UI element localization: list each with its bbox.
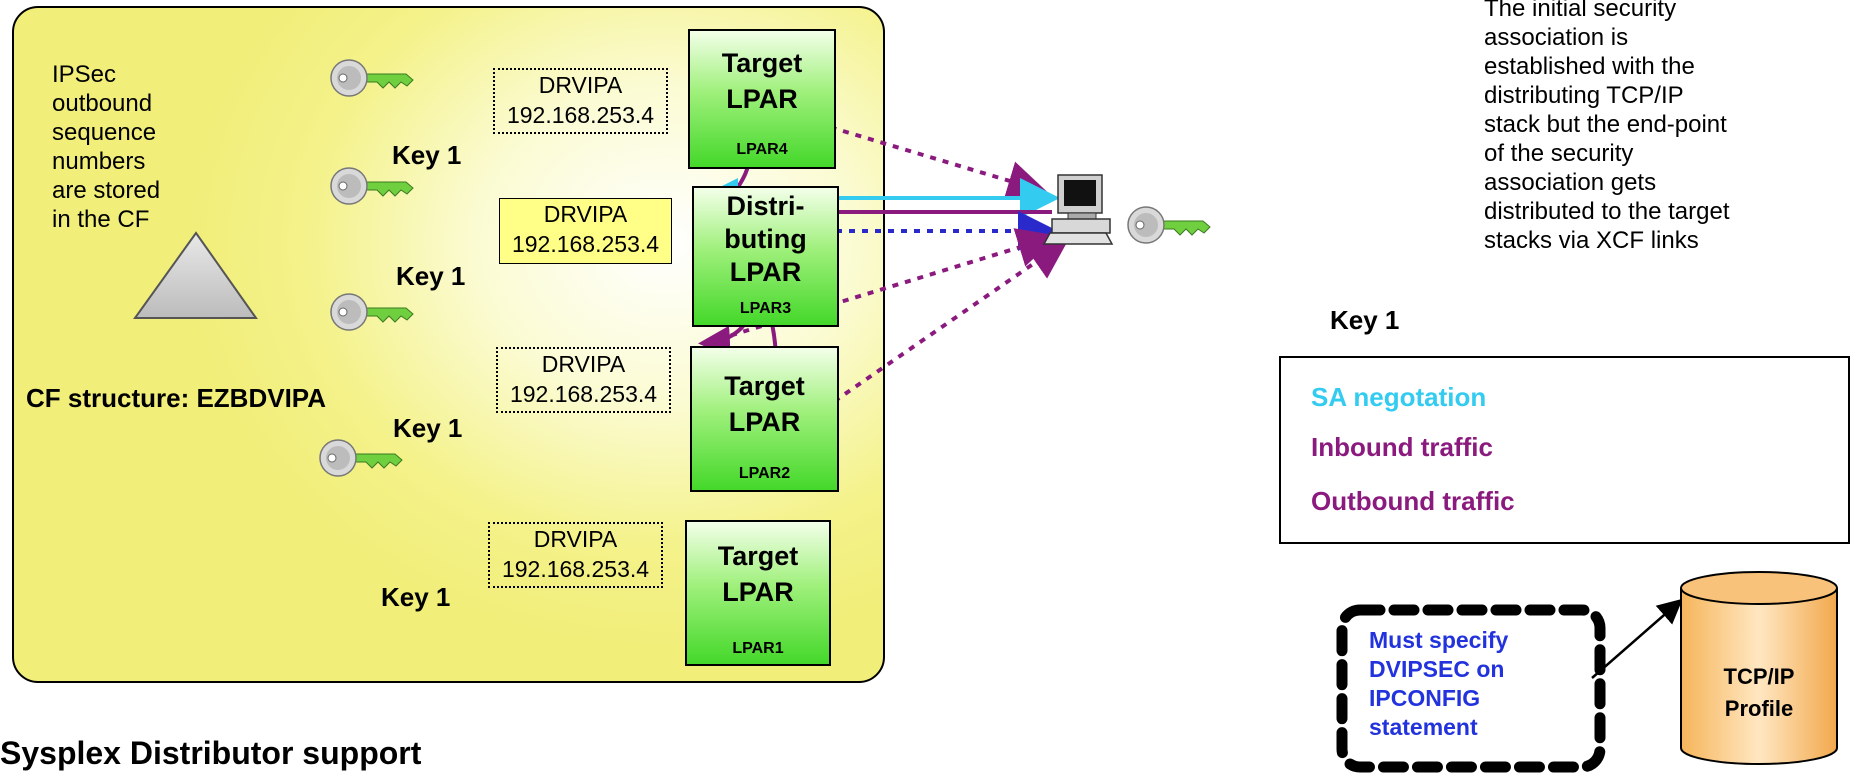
cf-triangle-icon (133, 231, 258, 319)
drvipa-title: DRVIPA (533, 526, 618, 552)
lpar-title: Target LPAR (721, 48, 803, 114)
lpar3-box: Distri- buting LPAR LPAR3 (692, 186, 839, 327)
outbound-from-lpar2 (705, 228, 1058, 345)
legend-sa-label: SA negotation (1311, 382, 1487, 412)
cf-structure-label: CF structure: EZBDVIPA (26, 383, 326, 413)
legend-outbound-label: Outbound traffic (1311, 486, 1515, 516)
drvipa-box-lpar4: DRVIPA 192.168.253.4 (493, 68, 668, 134)
profile-label: TCP/IP Profile (1723, 664, 1795, 721)
lpar2-box: Target LPAR LPAR2 (690, 346, 839, 492)
lpar-title: Target LPAR (724, 371, 805, 437)
legend-box: SA negotation Inbound traffic Outbound t… (1279, 356, 1850, 544)
drvipa-title: DRVIPA (543, 201, 628, 227)
key-label: Key 1 (396, 261, 466, 291)
drvipa-address: 192.168.253.4 (501, 556, 650, 582)
cf-note: IPSec outbound sequence numbers are stor… (52, 61, 161, 233)
lpar-id: LPAR3 (739, 300, 792, 317)
profile-cylinder-icon (1680, 571, 1838, 765)
drvipa-box-lpar2: DRVIPA 192.168.253.4 (496, 347, 671, 413)
key-icon (330, 293, 414, 331)
lpar1-box: Target LPAR LPAR1 (685, 520, 831, 666)
lpar-id: LPAR4 (736, 141, 788, 158)
key-label: Key 1 (392, 140, 462, 170)
lpar-title: Target LPAR (717, 541, 799, 607)
lpar-id: LPAR2 (738, 465, 791, 482)
key-icon (319, 439, 403, 477)
key-label: Key 1 (381, 582, 451, 612)
workstation-icon (1042, 174, 1114, 245)
key-icon (1127, 206, 1211, 244)
drvipa-address: 192.168.253.4 (509, 381, 658, 407)
outbound-from-lpar4 (705, 88, 1048, 200)
lpar-title: Distri- buting LPAR (724, 191, 807, 287)
lpar4-box: Target LPAR LPAR4 (688, 29, 836, 169)
key-label: Key 1 (1330, 305, 1400, 335)
key-icon (330, 59, 414, 97)
lpar-id: LPAR1 (732, 640, 784, 657)
drvipa-title: DRVIPA (541, 351, 626, 377)
note-to-profile-arrow (1591, 598, 1683, 679)
note-box-border (1336, 604, 1606, 773)
drvipa-address: 192.168.253.4 (511, 231, 660, 257)
drvipa-title: DRVIPA (538, 72, 623, 98)
drvipa-box-lpar1: DRVIPA 192.168.253.4 (488, 522, 663, 588)
key-label: Key 1 (393, 413, 463, 443)
page-caption: Sysplex Distributor support (0, 735, 422, 771)
key-icon (330, 167, 414, 205)
drvipa-address: 192.168.253.4 (506, 102, 655, 128)
note-text: Must specify DVIPSEC on IPCONFIG stateme… (1369, 627, 1509, 740)
legend-inbound-label: Inbound traffic (1311, 432, 1493, 462)
drvipa-box-lpar3: DRVIPA 192.168.253.4 (499, 198, 672, 264)
description-text: The initial security association is esta… (1484, 0, 1730, 254)
